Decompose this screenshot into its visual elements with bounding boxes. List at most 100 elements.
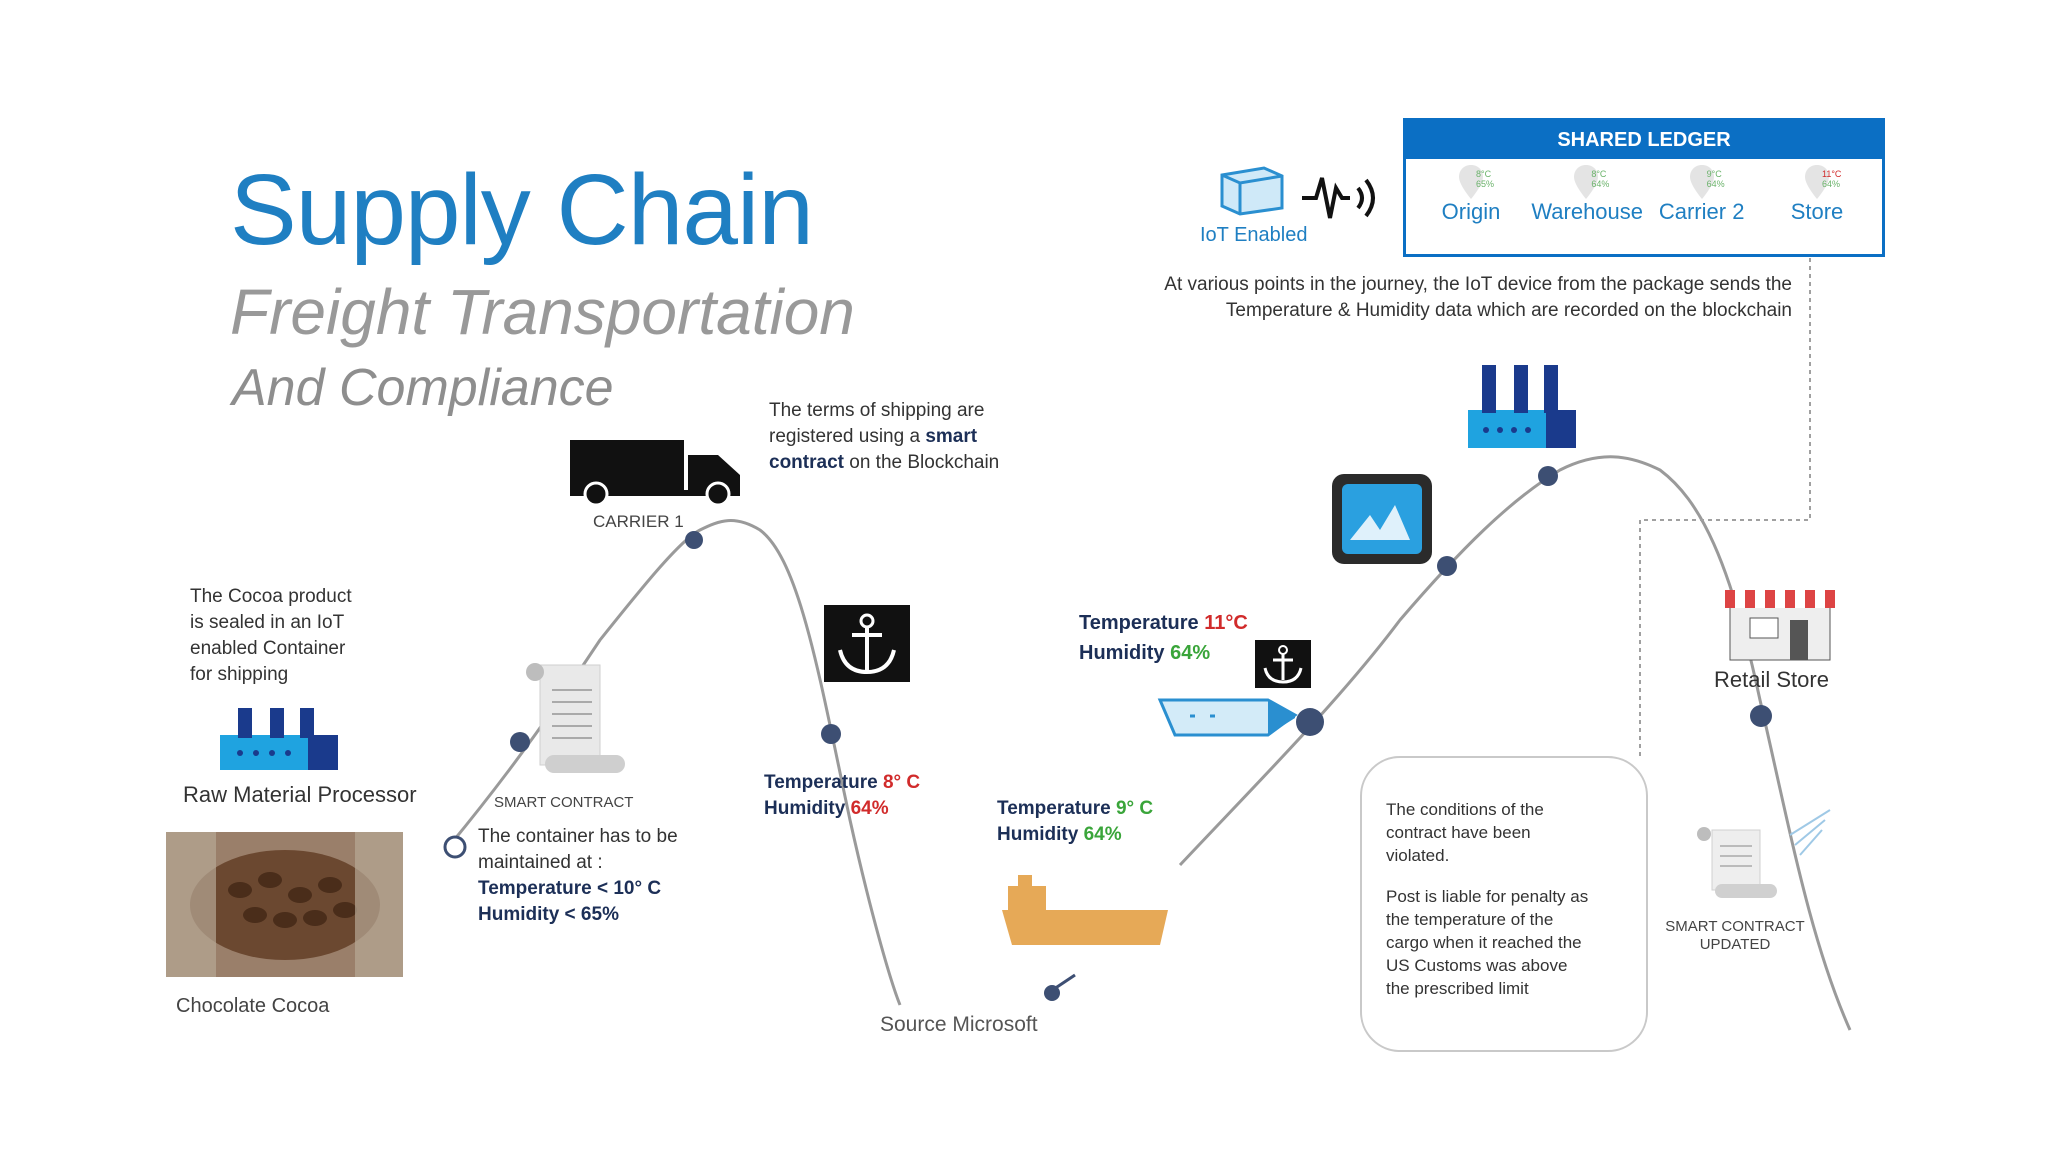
ledger-item-label: Carrier 2: [1658, 199, 1745, 224]
contract-updated-line: UPDATED: [1699, 936, 1771, 953]
container-icon: [1157, 698, 1298, 737]
cocoa-note-line: for shipping: [190, 664, 289, 685]
smart-contract-line: maintained at :: [478, 852, 603, 873]
cocoa-note: The Cocoa product is sealed in an IoT en…: [190, 584, 352, 688]
smart-contract-label: SMART CONTRACT: [494, 794, 634, 811]
violation-line: the temperature of the: [1386, 910, 1554, 929]
violation-line: US Customs was above: [1386, 956, 1568, 975]
map-pin-icon: [1804, 165, 1829, 199]
violation-line: the prescribed limit: [1386, 979, 1529, 998]
carrier1-terms: The terms of shipping are registered usi…: [769, 398, 999, 476]
violation-line: Post is liable for penalty as: [1386, 887, 1589, 906]
store-icon: [1725, 590, 1835, 661]
page-title: Supply Chain: [230, 154, 814, 266]
reading-temp-value: 9° C: [1115, 798, 1154, 819]
ledger-item-label: Warehouse: [1531, 199, 1644, 224]
ledger-item-label: Store: [1790, 199, 1844, 224]
reading-temp-value: 11°C: [1204, 612, 1248, 634]
contract-updated-label: SMART CONTRACT UPDATED: [1660, 918, 1810, 954]
cocoa-note-line: The Cocoa product: [190, 586, 352, 607]
ledger-mini-hum: 64%: [1706, 179, 1725, 189]
signal-icon: [1302, 177, 1375, 219]
page-subtitle: Freight Transportation: [230, 276, 855, 348]
cocoa-note-line: is sealed in an IoT: [190, 612, 345, 633]
ledger-note: At various points in the journey, the Io…: [1072, 272, 1792, 324]
ledger-mini-temp: 9°C: [1706, 169, 1722, 179]
terms-line: The terms of shipping are: [769, 400, 985, 421]
terms-bold: contract: [769, 452, 844, 473]
anchor-icon: [824, 605, 910, 682]
iot-enabled-label: IoT Enabled: [1200, 224, 1308, 246]
ledger-item-label: Origin: [1441, 199, 1501, 224]
journey-node: [510, 732, 530, 752]
reading-hum-value: 64%: [1083, 824, 1122, 845]
journey-node: [1538, 466, 1558, 486]
violation-line: The conditions of the: [1386, 800, 1544, 819]
reading-temp-value: 8° C: [882, 772, 921, 793]
reading-temp-label: Temperature: [764, 772, 878, 793]
map-pin-icon: [1459, 165, 1483, 199]
source-credit: Source Microsoft: [880, 1013, 1038, 1036]
violation-line: violated.: [1386, 846, 1450, 865]
cocoa-beans-image: [166, 832, 403, 977]
ledger-note-line: At various points in the journey, the Io…: [1164, 274, 1792, 295]
smart-contract-temp-rule: Temperature < 10° C: [478, 878, 662, 899]
ledger-mini-temp: 8°C: [1476, 169, 1492, 179]
retail-store-label: Retail Store: [1714, 667, 1829, 692]
smart-contract-line: The container has to be: [478, 826, 678, 847]
journey-node: [1044, 985, 1060, 1001]
ledger-mini-temp: 11°C: [1821, 169, 1842, 179]
reading-customs: Temperature 11°C Humidity 64%: [1079, 608, 1248, 668]
factory-icon: [220, 708, 338, 770]
journey-node: [443, 835, 467, 859]
reading-hum-value: 64%: [850, 798, 889, 819]
terms-bold: smart: [925, 426, 978, 447]
factory-icon: [1468, 365, 1576, 448]
reading-hum-label: Humidity: [764, 798, 846, 819]
journey-node: [1296, 708, 1324, 736]
terms-line: on the Blockchain: [843, 452, 1000, 473]
ledger-mini-hum: 65%: [1476, 179, 1495, 189]
checkpoint-icon: [1332, 474, 1432, 564]
ledger-mini-temp: 8°C: [1591, 169, 1607, 179]
ledger-note-line: Temperature & Humidity data which are re…: [1225, 300, 1792, 321]
journey-node: [685, 531, 703, 549]
journey-node: [821, 724, 841, 744]
reading-hum-label: Humidity: [997, 824, 1079, 845]
journey-path: [1178, 455, 1852, 1031]
smart-contract-terms: The container has to be maintained at : …: [478, 824, 678, 928]
reading-hum-label: Humidity: [1079, 642, 1165, 664]
journey-path: [448, 519, 902, 1006]
ledger-link: [1639, 250, 1811, 760]
journey-node: [1750, 705, 1772, 727]
contract-updated-line: SMART CONTRACT: [1665, 918, 1805, 935]
reading-temp-label: Temperature: [997, 798, 1111, 819]
map-pin-icon: [1574, 165, 1599, 199]
reading-temp-label: Temperature: [1079, 612, 1199, 634]
map-pin-icon: [1689, 165, 1714, 199]
page-subtitle-secondary: And Compliance: [232, 359, 614, 417]
cocoa-note-line: enabled Container: [190, 638, 346, 659]
reading-hum-value: 64%: [1170, 642, 1211, 664]
violation-line: contract have been: [1386, 823, 1531, 842]
ledger-title: SHARED LEDGER: [1406, 121, 1882, 159]
scroll-icon: [1697, 809, 1831, 898]
scroll-icon: [526, 663, 625, 773]
terms-line: registered using a: [769, 426, 926, 447]
ledger-mini-hum: 64%: [1821, 179, 1840, 189]
violation-notice: The conditions of the contract have been…: [1360, 756, 1648, 1052]
violation-line: cargo when it reached the: [1386, 933, 1582, 952]
truck-icon: [570, 440, 740, 507]
cocoa-label: Chocolate Cocoa: [176, 995, 330, 1017]
processor-label: Raw Material Processor: [183, 782, 417, 807]
cargo-ship-icon: [1002, 875, 1168, 945]
reading-port: Temperature 8° C Humidity 64%: [764, 770, 920, 822]
ledger-mini-hum: 64%: [1591, 179, 1610, 189]
iot-box-icon: [1220, 166, 1284, 216]
